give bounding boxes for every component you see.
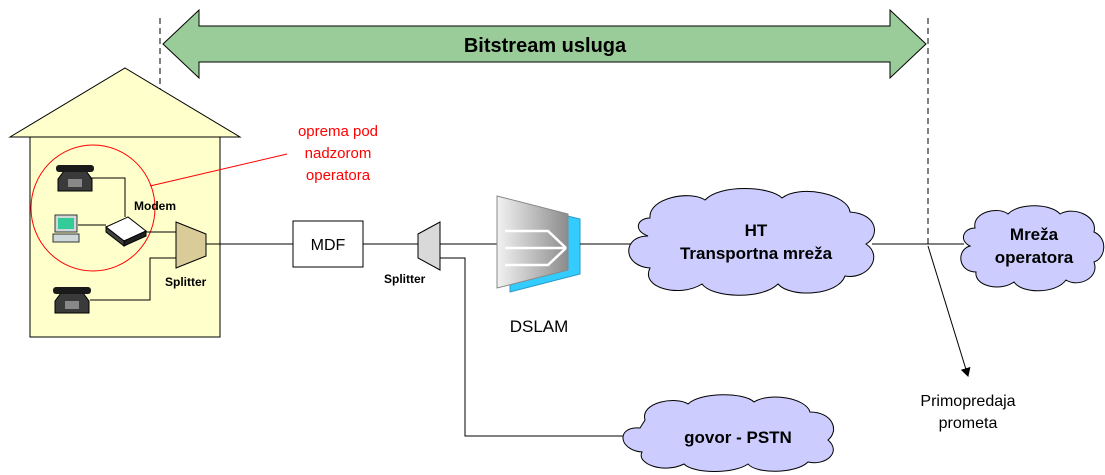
pstn-cloud-label: govor - PSTN xyxy=(684,428,792,447)
bitstream-banner: Bitstream usluga xyxy=(162,8,927,80)
handover-arrow xyxy=(927,245,971,377)
splitter2-label: Splitter xyxy=(384,272,426,286)
mdf-box xyxy=(292,220,364,268)
operator-note-line1: oprema pod xyxy=(298,123,378,140)
operator-cloud-line1: Mreža xyxy=(1010,225,1059,244)
phone-modem-wire xyxy=(90,177,126,217)
handover-line2: prometa xyxy=(939,415,998,432)
operator-cloud-line2: operatora xyxy=(995,248,1074,267)
modem-icon xyxy=(105,216,147,248)
modem-label: Modem xyxy=(134,199,176,213)
operator-note-leader xyxy=(149,153,288,187)
bitstream-label: Bitstream usluga xyxy=(464,35,627,57)
handover-line1: Primopredaja xyxy=(920,393,1015,410)
splitter-icon xyxy=(417,221,441,271)
pstn-cloud: govor - PSTN xyxy=(622,394,834,472)
dslam-label: DSLAM xyxy=(510,317,569,336)
telephone-icon xyxy=(53,287,91,314)
operator-note-line2: nadzorom xyxy=(305,145,372,162)
dslam-icon xyxy=(496,195,581,293)
splitter-label: Splitter xyxy=(165,275,207,289)
computer-icon xyxy=(52,214,80,243)
ht-cloud-line1: HT xyxy=(745,221,768,240)
operator-equipment-circle xyxy=(30,144,156,272)
ht-transport-network-cloud: HT Transportna mreža xyxy=(628,188,875,296)
operator-network-cloud: Mreža operatora xyxy=(960,205,1105,292)
line-splitter2-pstn xyxy=(440,257,630,437)
ht-cloud-line2: Transportna mreža xyxy=(680,244,833,263)
telephone-icon xyxy=(56,165,94,192)
splitter-icon xyxy=(175,221,207,269)
operator-note-line3: operatora xyxy=(306,167,371,184)
phone2-splitter-wire xyxy=(90,257,176,301)
mdf-label: MDF xyxy=(311,237,346,254)
